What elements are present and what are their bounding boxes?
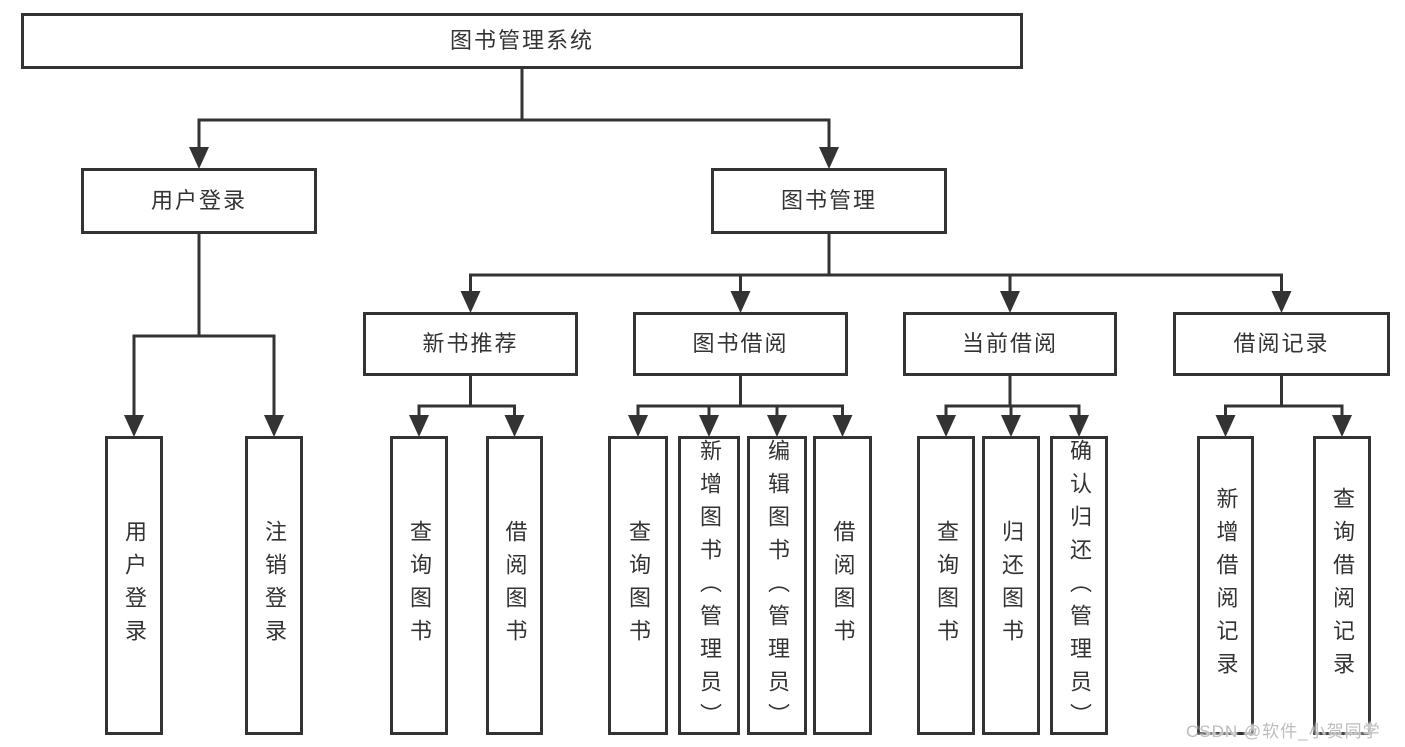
node-label-borrowing-records: 借阅记录 [1233, 331, 1330, 356]
arrowhead-icon [832, 415, 853, 437]
arrowhead-icon [409, 415, 429, 437]
node-current-borrowing: 当前借阅 [903, 312, 1117, 376]
node-label-leaf-borrow-books-1: 借阅图书 [502, 519, 528, 652]
node-leaf-query-books-3: 查询图书 [917, 436, 975, 735]
node-label-leaf-user-login: 用户登录 [122, 519, 147, 652]
arrowhead-icon [189, 147, 209, 169]
node-leaf-add-borrow-record: 新增借阅记录 [1197, 436, 1254, 735]
node-book-borrowing: 图书借阅 [633, 312, 848, 376]
node-label-leaf-return-books: 归还图书 [999, 519, 1024, 652]
arrowhead-icon [730, 291, 751, 313]
node-label-user-login: 用户登录 [150, 188, 247, 213]
arrowhead-icon [460, 291, 481, 313]
arrowhead-icon [1215, 415, 1236, 437]
arrowhead-icon [1001, 415, 1021, 437]
node-leaf-query-borrow-record: 查询借阅记录 [1313, 436, 1371, 735]
node-root: 图书管理系统 [21, 13, 1023, 69]
node-label-current-borrowing: 当前借阅 [961, 331, 1058, 356]
node-leaf-borrow-books-2: 借阅图书 [813, 436, 872, 735]
node-leaf-add-books: 新增图书（管理员） [678, 436, 740, 736]
arrowhead-icon [699, 415, 719, 437]
node-label-book-management: 图书管理 [780, 188, 877, 213]
node-label-root: 图书管理系统 [449, 28, 594, 53]
arrowhead-icon [936, 415, 956, 437]
node-label-leaf-query-borrow-record: 查询借阅记录 [1330, 486, 1355, 685]
arrowhead-icon [767, 415, 787, 437]
node-label-book-borrowing: 图书借阅 [692, 331, 789, 356]
node-user-login: 用户登录 [81, 168, 317, 234]
arrowhead-icon [1332, 415, 1352, 437]
node-leaf-logout: 注销登录 [245, 436, 303, 735]
node-borrowing-records: 借阅记录 [1173, 312, 1390, 376]
node-label-leaf-add-books: 新增图书（管理员） [697, 439, 722, 736]
arrowhead-icon [504, 415, 525, 437]
node-label-leaf-query-books-2: 查询图书 [626, 519, 651, 652]
node-label-leaf-query-books-3: 查询图书 [934, 519, 959, 652]
arrowhead-icon [124, 415, 144, 437]
node-label-leaf-logout: 注销登录 [262, 519, 287, 652]
node-label-leaf-borrow-books-2: 借阅图书 [830, 519, 856, 652]
arrowhead-icon [1069, 415, 1089, 437]
arrowhead-icon [628, 415, 648, 437]
watermark-text: CSDN @软件_小贺同学 [1186, 722, 1381, 741]
node-label-leaf-query-books-1: 查询图书 [407, 519, 432, 652]
node-leaf-user-login: 用户登录 [105, 436, 163, 735]
node-leaf-edit-books: 编辑图书（管理员） [747, 436, 807, 736]
node-leaf-confirm-return: 确认归还（管理员） [1050, 436, 1108, 736]
arrowhead-icon [1271, 291, 1292, 313]
arrowhead-icon [1000, 291, 1020, 313]
node-leaf-query-books-2: 查询图书 [608, 436, 668, 735]
node-label-leaf-add-borrow-record: 新增借阅记录 [1213, 486, 1239, 685]
node-leaf-return-books: 归还图书 [982, 436, 1040, 735]
arrowhead-icon [264, 415, 284, 437]
node-label-leaf-confirm-return: 确认归还（管理员） [1067, 439, 1092, 736]
arrowhead-icon [819, 147, 839, 169]
node-leaf-query-books-1: 查询图书 [390, 436, 448, 735]
node-label-leaf-edit-books: 编辑图书（管理员） [765, 439, 790, 736]
node-leaf-borrow-books-1: 借阅图书 [486, 436, 543, 735]
node-book-management: 图书管理 [711, 168, 947, 234]
node-new-book-recommend: 新书推荐 [363, 312, 578, 376]
node-label-new-book-recommend: 新书推荐 [422, 331, 519, 356]
